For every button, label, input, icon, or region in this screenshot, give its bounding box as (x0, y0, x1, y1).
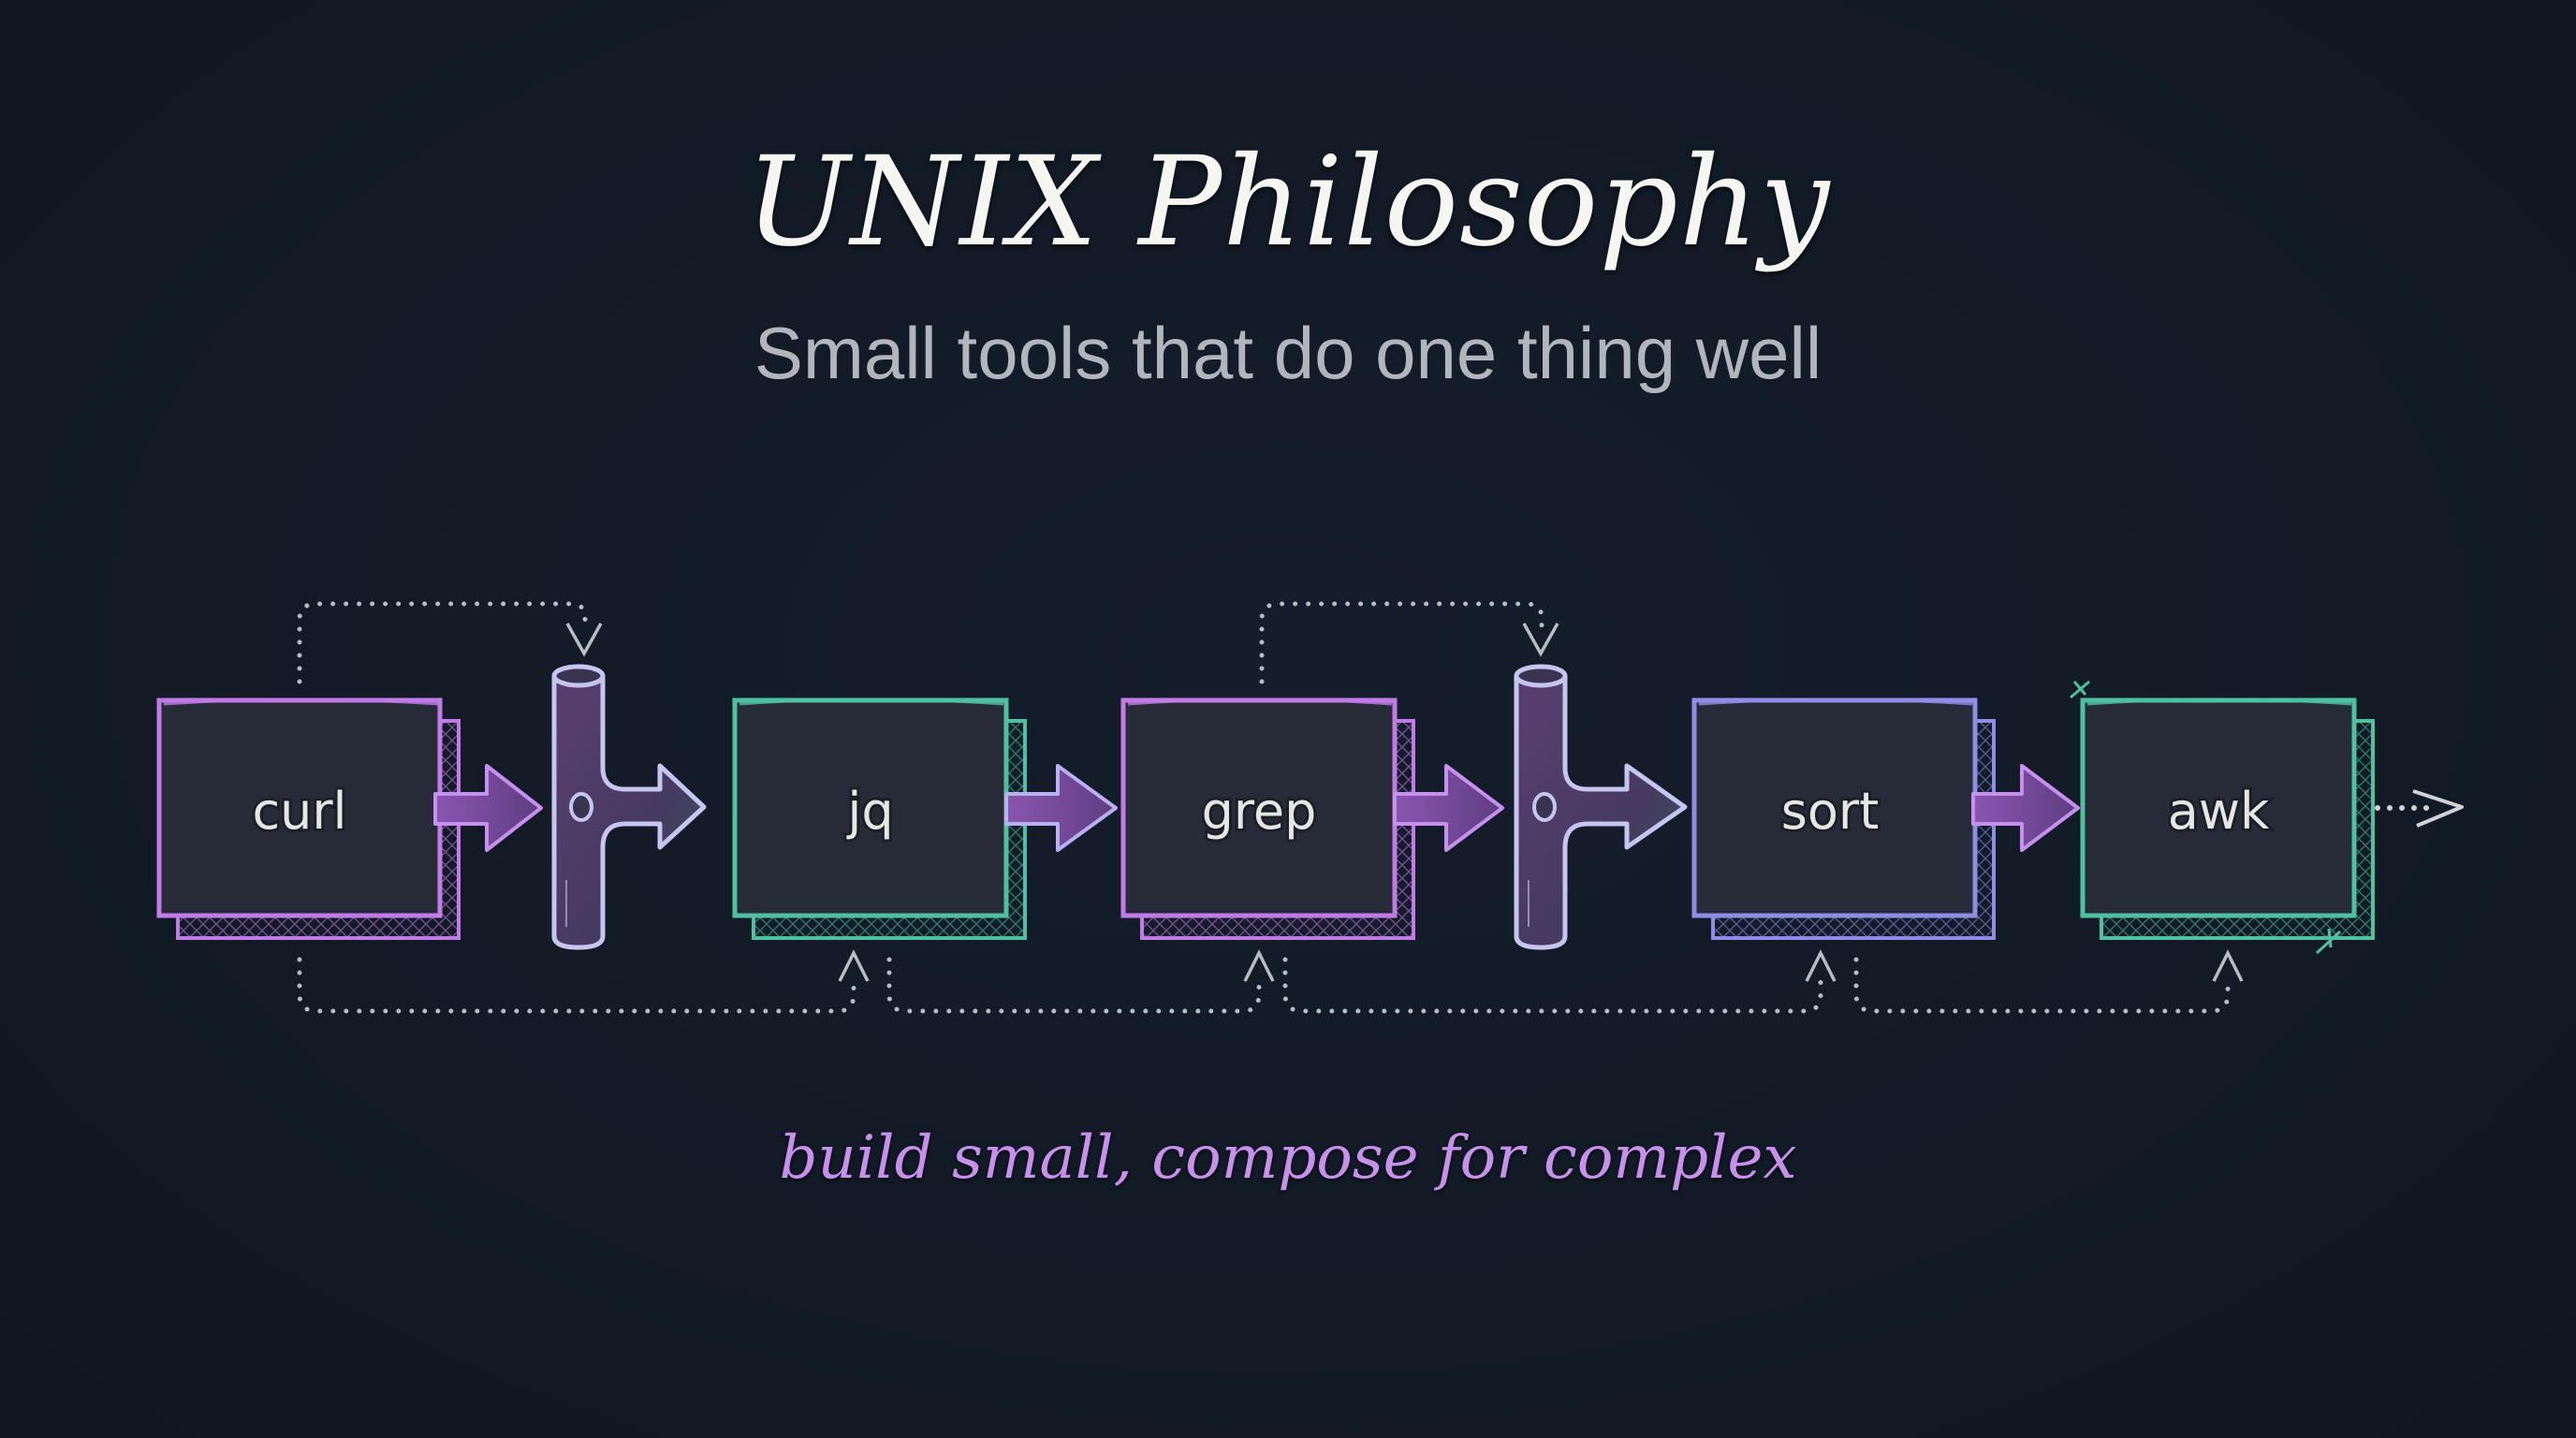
pipe-tee-icon (1514, 664, 1688, 950)
down-arrow-icon (1522, 623, 1559, 657)
stage-label: awk (2168, 782, 2270, 841)
dotted-arrow-right-icon (2375, 789, 2464, 828)
down-arrow-icon (565, 623, 603, 657)
stage-box-awk[interactable]: awk (2070, 680, 2375, 955)
stage-label: curl (252, 782, 346, 841)
stage-box-curl[interactable]: curl (156, 697, 461, 940)
arrow-right-icon (433, 764, 543, 852)
page-title: UNIX Philosophy (745, 130, 1831, 274)
stage-box-jq[interactable]: jq (732, 697, 1027, 940)
stage-box-grep[interactable]: grep (1120, 697, 1415, 940)
page-subtitle: Small tools that do one thing well (754, 312, 1822, 394)
top-dotted-loop-1 (297, 601, 588, 684)
up-arrow-icons (838, 949, 2244, 982)
pipe-tee-icon (551, 664, 707, 950)
stage-label: grep (1202, 782, 1317, 841)
stage-box-sort[interactable]: sort (1691, 697, 1996, 940)
bottom-dotted-connectors (297, 957, 2231, 1014)
arrow-right-icon (1971, 764, 2080, 852)
top-dotted-loop-2 (1259, 601, 1544, 684)
arrow-right-icon (1004, 764, 1118, 852)
tagline: build small, compose for complex (779, 1123, 1797, 1193)
stage-label: sort (1781, 782, 1880, 841)
arrow-right-icon (1393, 764, 1504, 852)
stage-label: jq (846, 782, 893, 841)
